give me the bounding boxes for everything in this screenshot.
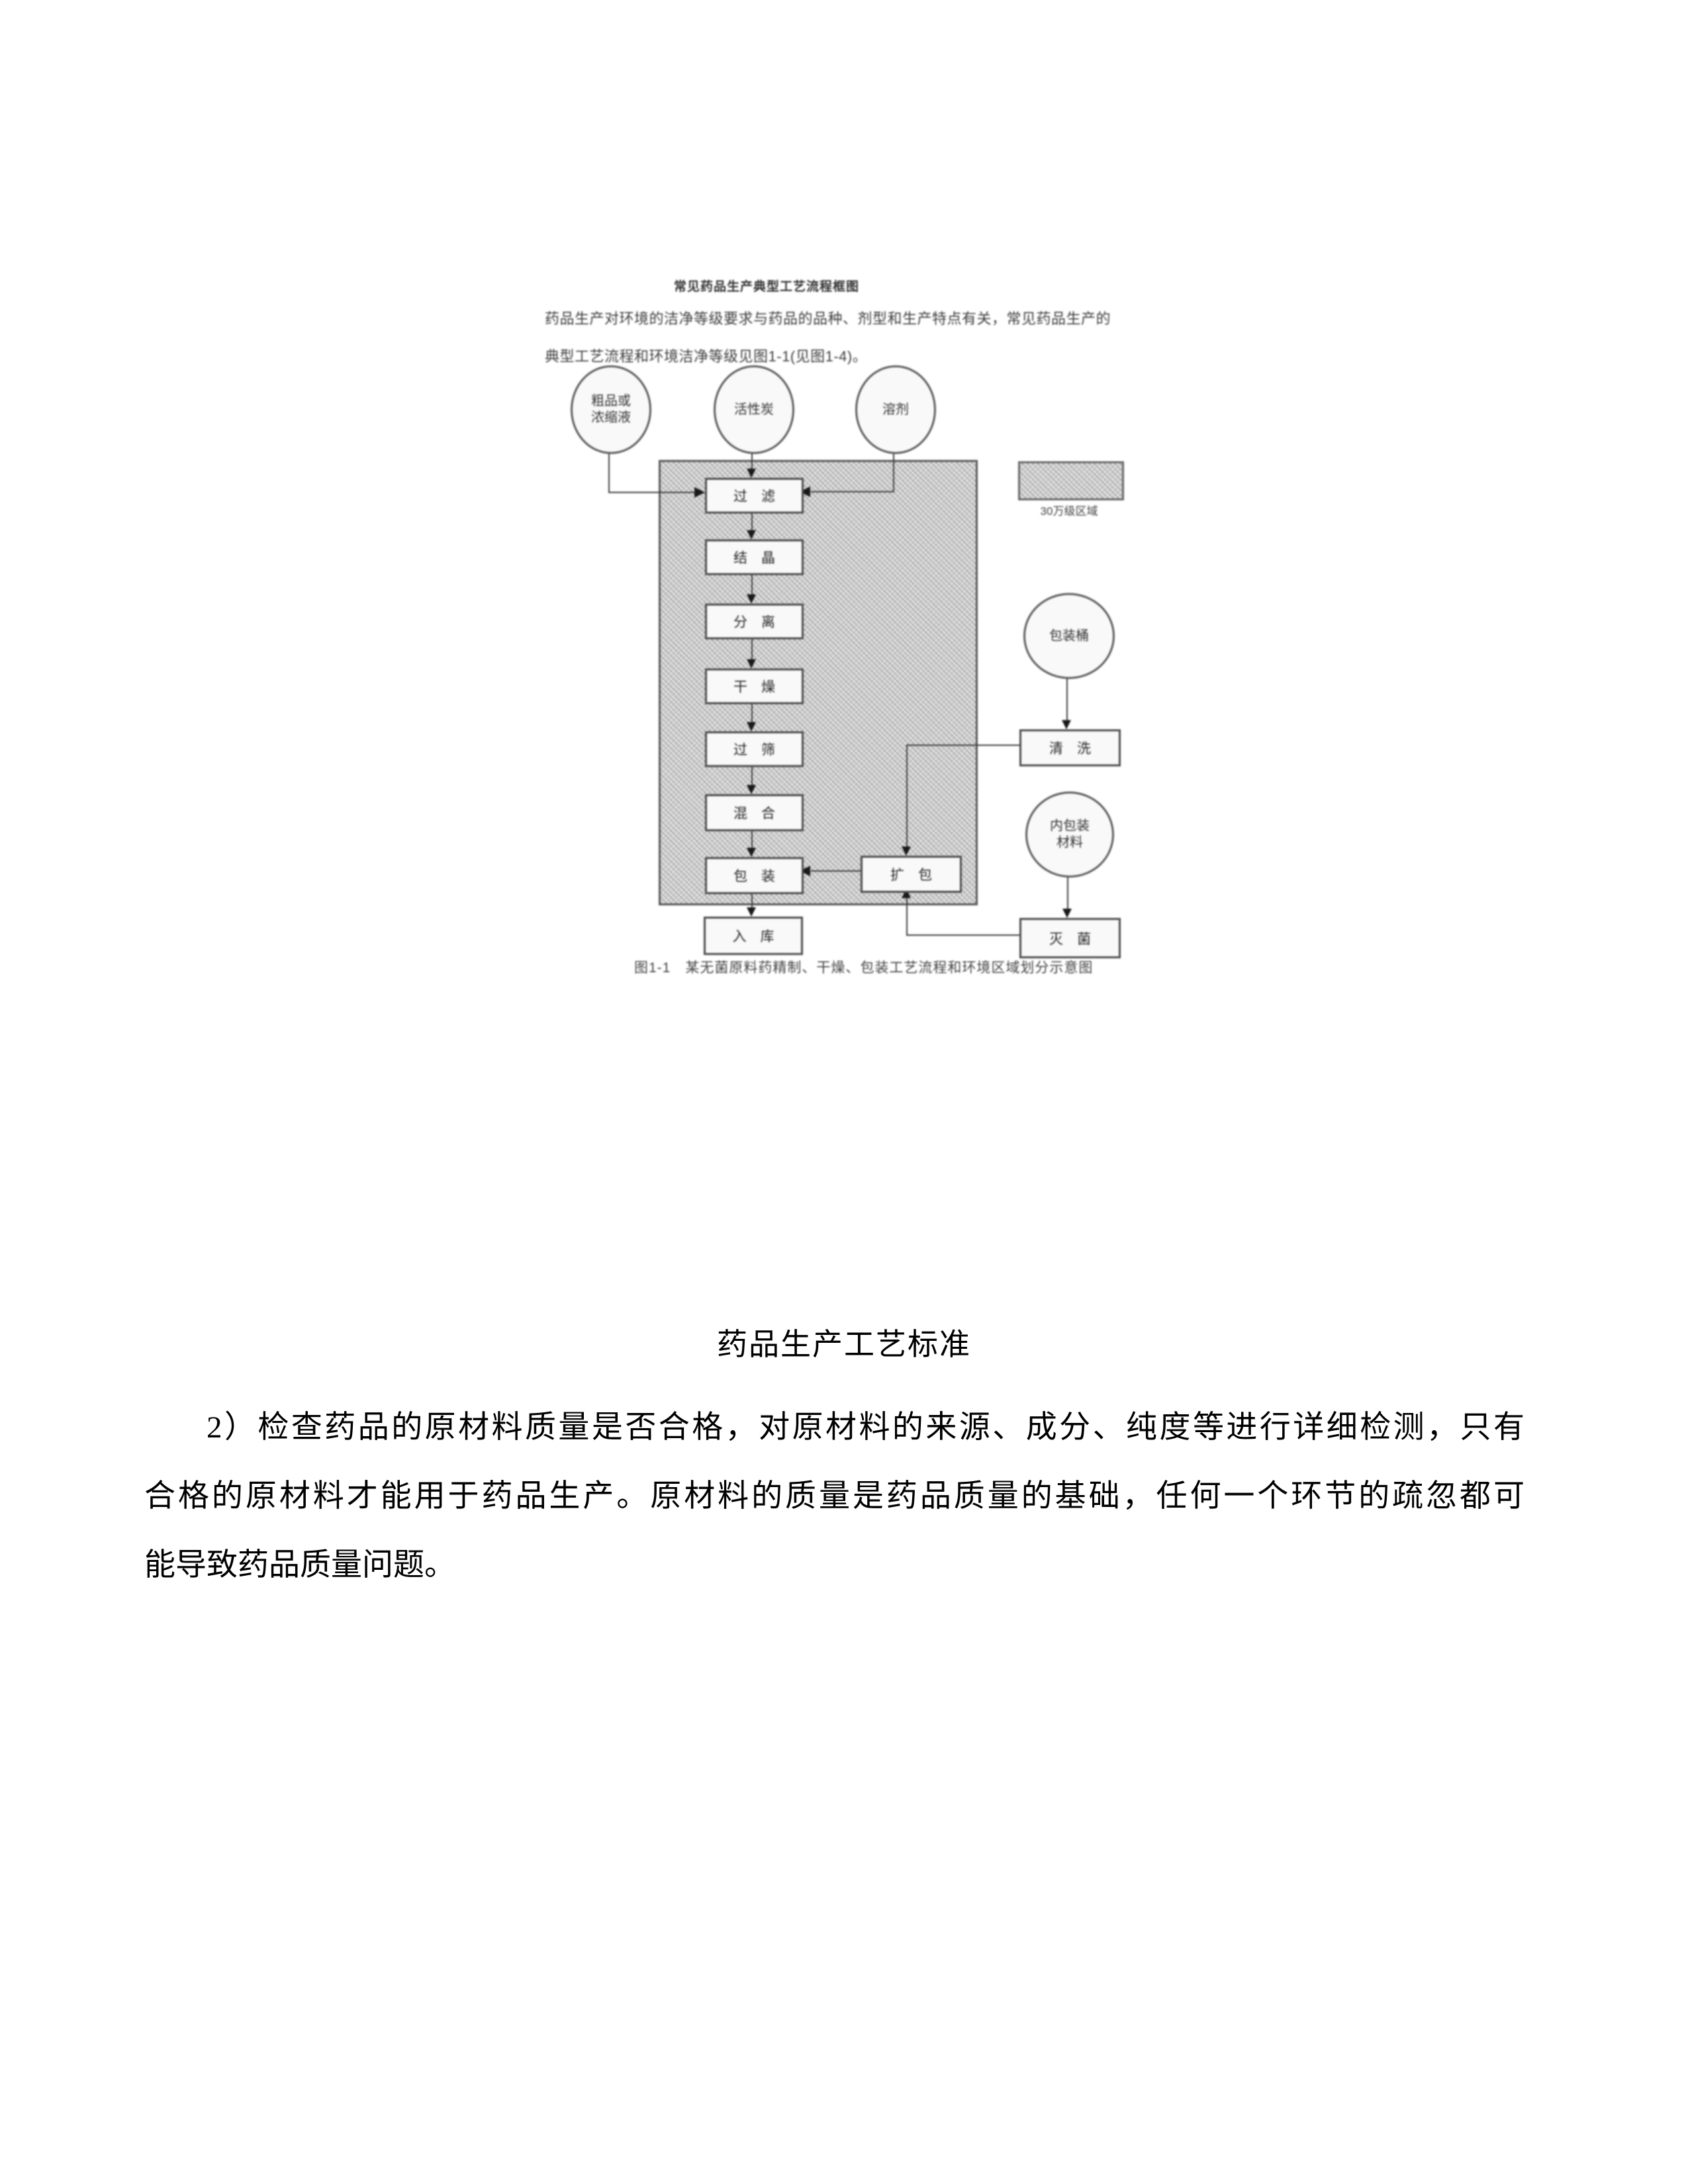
sterilize-box: 灭 菌 <box>1019 918 1121 958</box>
arrow-sieve-mix <box>747 785 756 794</box>
arrow-inner-to-sterilize <box>1062 909 1072 918</box>
line-solvent-left <box>811 491 894 492</box>
arrow-dry-sieve <box>747 722 756 731</box>
process-flow-figure: 常见药品生产典型工艺流程框图 药品生产对环境的洁净等级要求与药品的品种、剂型和生… <box>450 251 1231 1013</box>
line-separate-dry <box>751 635 753 660</box>
step-dry-box: 干 燥 <box>705 668 804 704</box>
arrow-carbon-to-filter <box>747 469 756 478</box>
arrow-crude-to-filter <box>694 487 705 498</box>
inner-packaging-circle: 内包装 材料 <box>1025 792 1114 878</box>
paragraph-line-3: 能导致药品质量问题。 <box>144 1548 455 1582</box>
line-crude-down <box>608 450 610 492</box>
paragraph-line-1: 2）检查药品的原材料质量是否合格，对原材料的来源、成分、纯度等进行详细检测，只有 <box>207 1410 1524 1445</box>
line-crystallize-separate <box>751 571 753 595</box>
arrow-barrel-to-wash <box>1062 720 1071 729</box>
packaging-barrel-circle: 包装桶 <box>1023 593 1115 679</box>
warehouse-box: 入 库 <box>704 917 803 955</box>
legend-hatch-swatch <box>1018 461 1124 500</box>
line-transfer-pack <box>811 870 861 872</box>
line-sieve-mix <box>751 763 753 786</box>
line-sterilize-left <box>906 934 1019 936</box>
figure-intro-line-2: 典型工艺流程和环境洁净等级见图1-1(见图1-4)。 <box>545 348 868 365</box>
legend-label: 30万级区域 <box>1040 505 1098 518</box>
line-barrel-wash <box>1066 675 1068 721</box>
arrow-wash-to-transfer <box>902 846 911 856</box>
figure-intro-line-1: 药品生产对环境的洁净等级要求与药品的品种、剂型和生产特点有关，常见药品生产的 <box>545 310 1111 327</box>
line-crude-right <box>608 492 696 493</box>
line-solvent-down <box>893 450 894 492</box>
step-mix-box: 混 合 <box>705 794 804 831</box>
line-wash-left <box>906 745 1019 746</box>
step-crystallize-box: 结 晶 <box>705 539 804 575</box>
line-mix-pack <box>751 827 753 848</box>
section-heading: 药品生产工艺标准 <box>717 1328 971 1361</box>
source-crude-circle: 粗品或 浓缩液 <box>571 365 651 454</box>
transfer-pack-box: 扩 包 <box>861 856 962 893</box>
line-wash-down <box>906 745 908 846</box>
step-filter-box: 过 滤 <box>705 478 804 514</box>
step-pack-box: 包 装 <box>705 857 804 894</box>
step-sieve-box: 过 筛 <box>705 731 804 767</box>
arrow-pack-warehouse <box>747 907 756 917</box>
step-separate-box: 分 离 <box>705 604 804 639</box>
figure-title: 常见药品生产典型工艺流程框图 <box>673 280 860 294</box>
body-paragraph: 2）检查药品的原材料质量是否合格，对原材料的来源、成分、纯度等进行详细检测，只有… <box>144 1393 1524 1600</box>
arrow-filter-crystallize <box>747 530 756 539</box>
arrow-crystallize-separate <box>747 594 756 604</box>
arrow-mix-pack <box>747 848 756 857</box>
line-dry-sieve <box>751 700 753 723</box>
line-sterilize-up <box>906 898 908 935</box>
line-inner-sterilize <box>1067 874 1068 910</box>
source-solvent-circle: 溶剂 <box>855 365 936 454</box>
figure-caption: 图1-1 某无菌原料药精制、干燥、包装工艺流程和环境区域划分示意图 <box>634 960 1094 976</box>
line-pack-warehouse <box>751 890 753 908</box>
paragraph-line-2: 合格的原材料才能用于药品生产。原材料的质量是药品质量的基础，任何一个环节的疏忽都… <box>144 1479 1524 1514</box>
line-carbon-down <box>751 450 753 470</box>
arrow-separate-dry <box>747 659 756 668</box>
wash-box: 清 洗 <box>1019 729 1121 766</box>
line-filter-crystallize <box>751 510 753 531</box>
source-carbon-circle: 活性炭 <box>714 365 794 454</box>
